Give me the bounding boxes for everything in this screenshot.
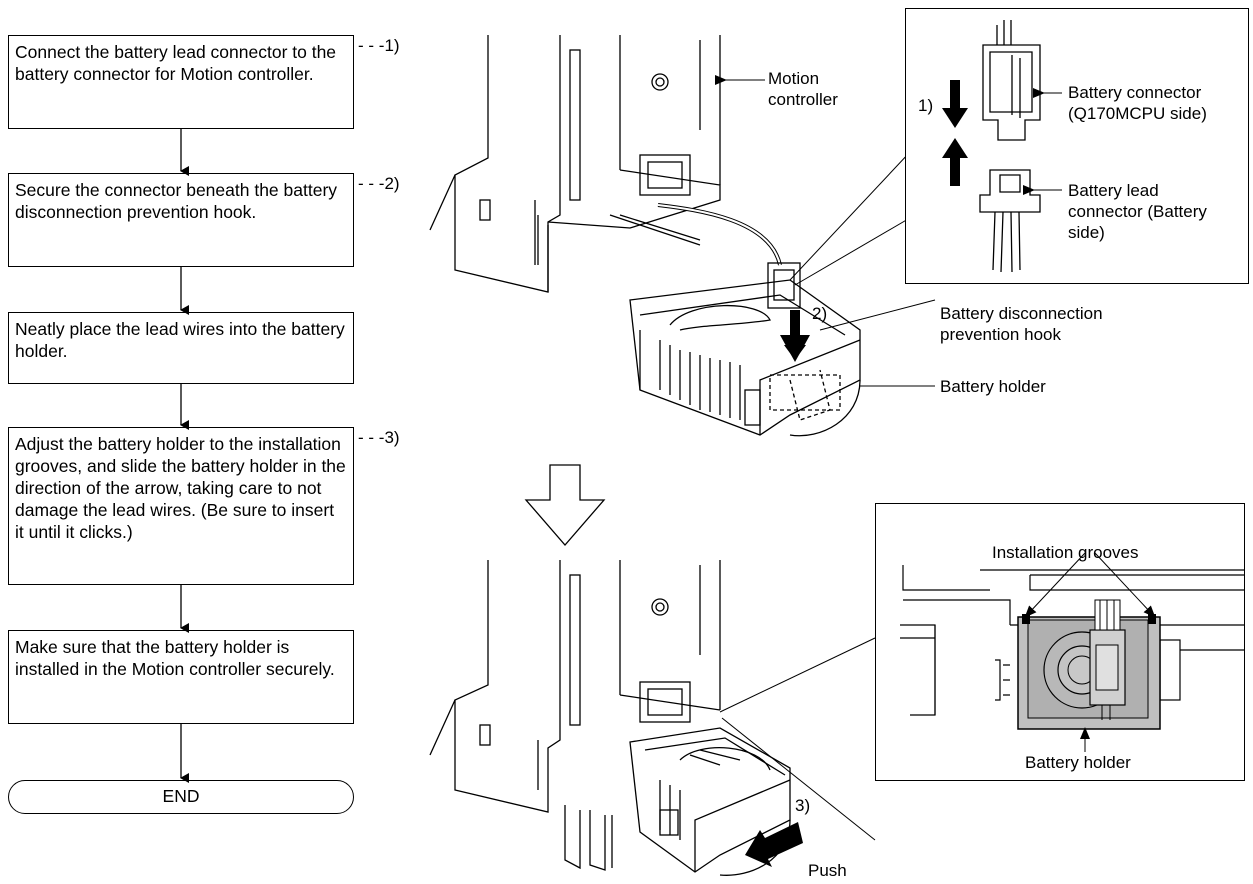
holder-label-inset: Battery holder [1025,752,1131,773]
groove-right [1148,614,1156,624]
groove-left [1022,614,1030,624]
grooves-label: Installation grooves [992,542,1138,563]
